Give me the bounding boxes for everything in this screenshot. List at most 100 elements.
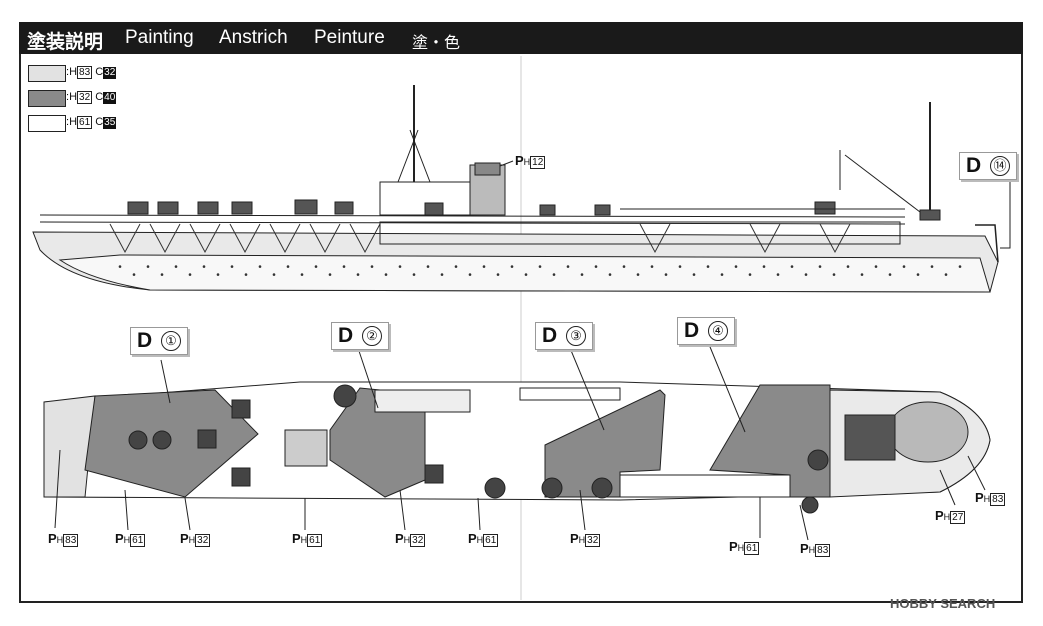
porthole: [314, 265, 318, 268]
porthole: [930, 265, 934, 268]
camo-patch-2: [329, 387, 426, 498]
porthole: [748, 273, 752, 276]
legend-c-code: 40: [103, 92, 117, 104]
porthole: [356, 273, 360, 276]
porthole: [678, 265, 682, 268]
porthole: [160, 273, 164, 276]
porthole: [510, 265, 514, 268]
porthole: [538, 265, 542, 268]
porthole: [188, 273, 192, 276]
stern-cannon-area: [844, 414, 896, 461]
watermark: HOBBY SEARCH: [890, 596, 996, 611]
frame-left: [19, 54, 21, 602]
porthole: [146, 265, 150, 268]
porthole: [468, 273, 472, 276]
porthole: [860, 273, 864, 276]
portholes: [118, 265, 962, 276]
porthole: [804, 273, 808, 276]
stern-structure: [887, 401, 969, 463]
porthole: [328, 273, 332, 276]
legend-swatch-white: [28, 115, 66, 132]
porthole: [692, 273, 696, 276]
porthole: [398, 265, 402, 268]
porthole: [846, 265, 850, 268]
p12-leader: [499, 160, 514, 167]
porthole: [272, 273, 276, 276]
porthole: [650, 265, 654, 268]
porthole: [524, 273, 528, 276]
porthole: [412, 273, 416, 276]
porthole: [216, 273, 220, 276]
porthole: [706, 265, 710, 268]
porthole: [916, 273, 920, 276]
porthole: [636, 273, 640, 276]
porthole: [958, 265, 962, 268]
porthole: [790, 265, 794, 268]
legend-h-code: 61: [77, 116, 93, 129]
porthole: [286, 265, 290, 268]
porthole: [622, 265, 626, 268]
porthole: [244, 273, 248, 276]
porthole: [174, 265, 178, 268]
porthole: [902, 265, 906, 268]
porthole: [426, 265, 430, 268]
porthole: [944, 273, 948, 276]
title-japanese-sub: 塗・色: [412, 35, 461, 52]
porthole: [888, 273, 892, 276]
porthole: [440, 273, 444, 276]
title-german: Anstrich: [219, 27, 288, 48]
porthole: [118, 265, 122, 268]
porthole: [832, 273, 836, 276]
porthole: [720, 273, 724, 276]
legend-swatch-dark-gray: [28, 90, 66, 107]
porthole: [580, 273, 584, 276]
bow-light-area: [43, 395, 96, 498]
porthole: [734, 265, 738, 268]
ship-side-profile: [32, 85, 999, 293]
porthole: [776, 273, 780, 276]
gun-mounts: [127, 199, 941, 221]
porthole: [370, 265, 374, 268]
legend-h-code: 32: [77, 91, 93, 104]
porthole: [608, 273, 612, 276]
legend-swatch-light-gray: [28, 65, 66, 82]
crane-boom: [844, 154, 921, 213]
porthole: [566, 265, 570, 268]
porthole: [664, 273, 668, 276]
frame-right: [1021, 54, 1023, 602]
porthole: [552, 273, 556, 276]
ship-top-plan: [43, 381, 991, 514]
porthole: [384, 273, 388, 276]
porthole: [454, 265, 458, 268]
title-english: Painting: [125, 27, 194, 48]
porthole: [230, 265, 234, 268]
porthole: [594, 265, 598, 268]
legend-c-code: 35: [103, 117, 117, 129]
porthole: [132, 273, 136, 276]
d14-leader: [1000, 180, 1011, 249]
porthole: [496, 273, 500, 276]
title-french: Peinture: [314, 27, 385, 48]
porthole: [300, 273, 304, 276]
